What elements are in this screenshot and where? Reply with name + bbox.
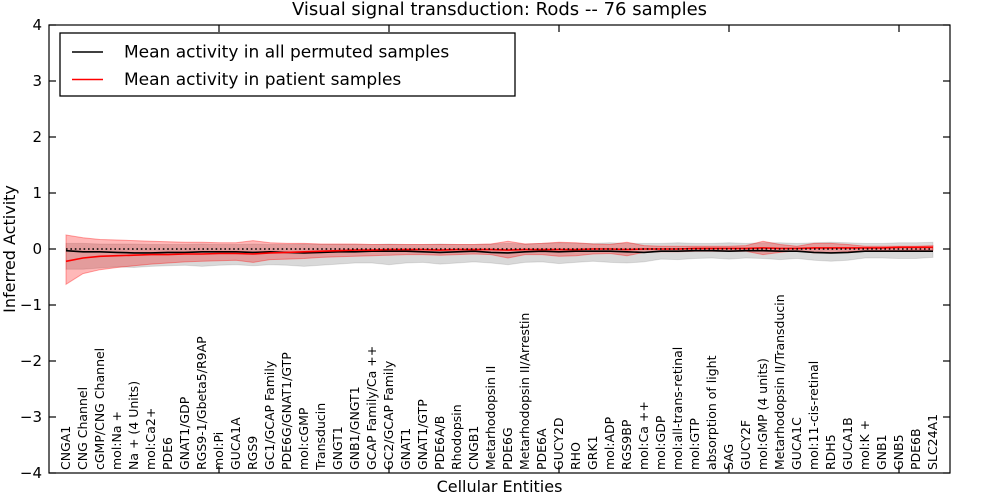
x-entity-label: GNB5 xyxy=(891,434,906,470)
x-entity-label: GUCY2F xyxy=(738,420,753,470)
x-entity-label: RGS9 xyxy=(245,436,260,470)
x-entity-label: RGS9BP xyxy=(619,419,634,470)
x-entity-label: mol:Na + xyxy=(109,411,124,470)
x-entity-label: GNGT1 xyxy=(330,426,345,470)
x-entity-label: mol:cGMP xyxy=(296,407,311,470)
y-tick-label: 4 xyxy=(32,16,42,34)
x-entity-label: mol:Ca ++ xyxy=(636,401,651,470)
x-entity-label: GC2/GCAP Family xyxy=(381,360,396,470)
y-tick-label: −3 xyxy=(20,408,42,426)
x-entity-label: CNGA1 xyxy=(58,426,73,470)
x-entity-label: Rhodopsin xyxy=(449,404,464,470)
x-entity-label: PDE6B xyxy=(908,428,923,470)
patient-samples-std-band xyxy=(65,234,934,286)
y-tick-label: 0 xyxy=(32,240,42,258)
x-entity-label: GUCA1C xyxy=(789,417,804,470)
plot-bands xyxy=(65,234,934,286)
x-entity-label: GNAT1/GDP xyxy=(177,396,192,470)
x-entity-label: mol:all-trans-retinal xyxy=(670,347,685,470)
x-entity-label: PDE6G xyxy=(500,427,515,470)
x-entity-label: mol:11-cis-retinal xyxy=(806,361,821,470)
y-tick-label: 2 xyxy=(32,128,42,146)
x-entity-label: mol:ADP xyxy=(602,416,617,470)
x-entity-label: GUCA1A xyxy=(228,417,243,470)
y-tick-label: 1 xyxy=(32,184,42,202)
x-entity-label: RGS9-1/Gbeta5/R9AP xyxy=(194,336,209,470)
x-entity-label: CNGB1 xyxy=(466,426,481,470)
y-tick-labels: 4 3 2 1 0 −1 −2 −3 −4 xyxy=(20,16,42,482)
x-entity-label: mol:GDP xyxy=(653,415,668,470)
x-entity-label: mol:GMP (4 units) xyxy=(755,358,770,470)
x-entity-label: PDE6 xyxy=(160,437,175,470)
plot-lines xyxy=(65,246,933,263)
x-entity-label: GC1/GCAP Family xyxy=(262,360,277,470)
x-entity-label: GUCY2D xyxy=(551,417,566,470)
x-entity-label: Metarhodopsin II xyxy=(483,366,498,470)
series-line-0 xyxy=(65,249,933,254)
x-entity-label: PDE6G/GNAT1/GTP xyxy=(279,352,294,470)
x-entity-label: Na + (4 Units) xyxy=(126,381,141,470)
x-axis-label: Cellular Entities xyxy=(437,477,563,496)
x-entity-label: mol:Ca2+ xyxy=(143,408,158,470)
plot-axes xyxy=(48,24,951,474)
x-entity-label: mol:K + xyxy=(857,420,872,470)
x-entity-label: PDE6A/B xyxy=(432,416,447,470)
chart-title: Visual signal transduction: Rods -- 76 s… xyxy=(292,0,707,20)
x-entity-label: CNG Channel xyxy=(75,387,90,470)
x-entity-label: cGMP/CNG Channel xyxy=(92,348,107,470)
x-entity-label: RHO xyxy=(568,442,583,470)
legend: Mean activity in all permuted samples Me… xyxy=(59,32,516,97)
y-tick-label: −1 xyxy=(20,296,42,314)
x-entity-label: mol:GTP xyxy=(687,418,702,470)
legend-box xyxy=(59,32,516,97)
x-entity-label: Metarhodopsin II/Transducin xyxy=(772,294,787,470)
x-entity-label: GUCA1B xyxy=(840,417,855,470)
y-axis-label: Inferred Activity xyxy=(0,185,19,313)
x-entity-label: GRK1 xyxy=(585,435,600,470)
x-entity-label: GNB1/GNGT1 xyxy=(347,386,362,470)
x-entity-label: Metarhodopsin II/Arrestin xyxy=(517,313,532,470)
y-tick-label: −2 xyxy=(20,352,42,370)
x-entity-label: GNAT1/GTP xyxy=(415,399,430,470)
y-tick-label: −4 xyxy=(20,464,42,482)
x-entity-label: GNB1 xyxy=(874,434,889,470)
x-entity-label: absorption of light xyxy=(704,355,719,470)
y-tick-label: 3 xyxy=(32,72,42,90)
x-entity-label: GCAP Family/Ca ++ xyxy=(364,346,379,470)
x-entity-label: Transducin xyxy=(313,403,328,471)
x-entity-label: PDE6A xyxy=(534,428,549,470)
x-entity-label: SAG xyxy=(721,444,736,470)
x-entity-label: GNAT1 xyxy=(398,428,413,470)
x-entity-label: SLC24A1 xyxy=(925,414,940,470)
x-entity-label: RDH5 xyxy=(823,434,838,470)
x-entity-label: mol:Pi xyxy=(211,432,226,470)
legend-label-patient-samples: Mean activity in patient samples xyxy=(124,70,401,90)
legend-label-permuted-samples: Mean activity in all permuted samples xyxy=(124,43,449,63)
